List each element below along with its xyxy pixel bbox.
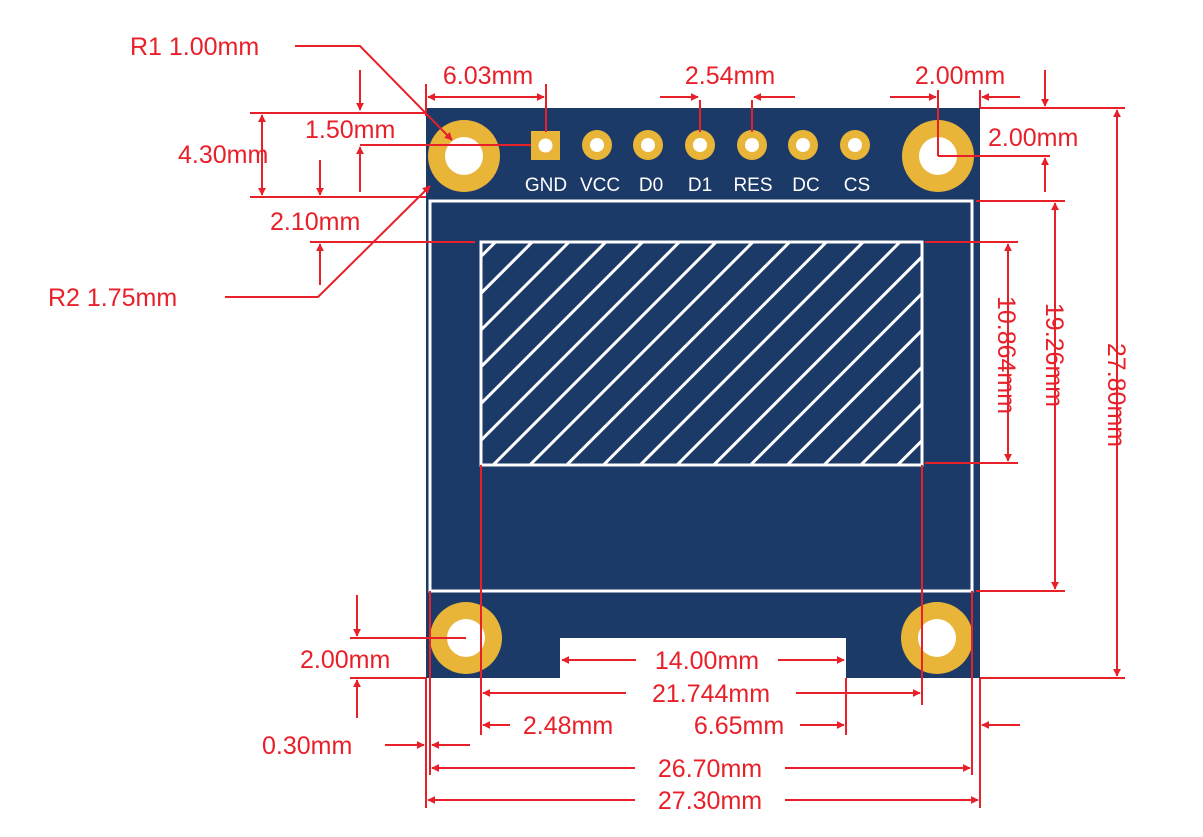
label-screen-height: 19.26mm bbox=[1040, 303, 1068, 407]
pin-pad-cs bbox=[840, 130, 870, 160]
label-active-right: 6.65mm bbox=[694, 712, 784, 740]
dimension-lines bbox=[225, 45, 1125, 808]
label-left-hole-offset: 6.03mm bbox=[443, 62, 533, 90]
label-top-hole-offset-x: 2.00mm bbox=[915, 62, 1005, 90]
pin-labels: GND VCC D0 D1 RES DC CS bbox=[525, 175, 870, 196]
pin-pad-dc bbox=[788, 130, 818, 160]
label-screen-top-gap: 2.10mm bbox=[270, 208, 360, 236]
label-board-height: 27.80mm bbox=[1102, 343, 1130, 447]
label-board-width: 27.30mm bbox=[658, 787, 762, 815]
mounting-hole-bottom-right bbox=[901, 602, 973, 674]
pin-label-gnd: GND bbox=[525, 175, 567, 196]
label-hole-to-edge: 4.30mm bbox=[178, 141, 268, 169]
active-area-hatched bbox=[479, 240, 924, 467]
label-pin-pitch: 2.54mm bbox=[685, 62, 775, 90]
label-bottom-hole-offset: 2.00mm bbox=[300, 646, 390, 674]
label-notch-width: 14.00mm bbox=[655, 647, 759, 675]
pin-pad-d0 bbox=[633, 130, 663, 160]
label-top-hole-offset-y: 2.00mm bbox=[988, 124, 1078, 152]
label-r1: R1 1.00mm bbox=[130, 33, 259, 61]
pin-pad-vcc bbox=[582, 130, 612, 160]
label-screen-width: 26.70mm bbox=[658, 755, 762, 783]
label-active-left: 2.48mm bbox=[523, 712, 613, 740]
pin-label-dc: DC bbox=[792, 175, 819, 196]
pin-label-vcc: VCC bbox=[580, 175, 620, 196]
pin-label-cs: CS bbox=[844, 175, 870, 196]
label-r2: R2 1.75mm bbox=[48, 284, 177, 312]
pin-pad-res bbox=[737, 130, 767, 160]
pcb-board bbox=[426, 108, 980, 678]
label-active-height: 10.864mm bbox=[992, 296, 1020, 414]
pin-label-d1: D1 bbox=[688, 175, 712, 196]
pin-label-d0: D0 bbox=[639, 175, 663, 196]
label-pin-hole-offset: 1.50mm bbox=[305, 116, 395, 144]
pin-pad-d1 bbox=[685, 130, 715, 160]
dimension-labels: R1 1.00mm R2 1.75mm 6.03mm 2.54mm 2.00mm… bbox=[48, 33, 1130, 815]
pin-label-res: RES bbox=[733, 175, 772, 196]
mounting-hole-top-left bbox=[428, 120, 500, 192]
screen-outline bbox=[428, 199, 974, 593]
label-active-width: 21.744mm bbox=[652, 680, 770, 708]
label-edge-margin: 0.30mm bbox=[262, 732, 352, 760]
header-pins bbox=[531, 130, 870, 160]
